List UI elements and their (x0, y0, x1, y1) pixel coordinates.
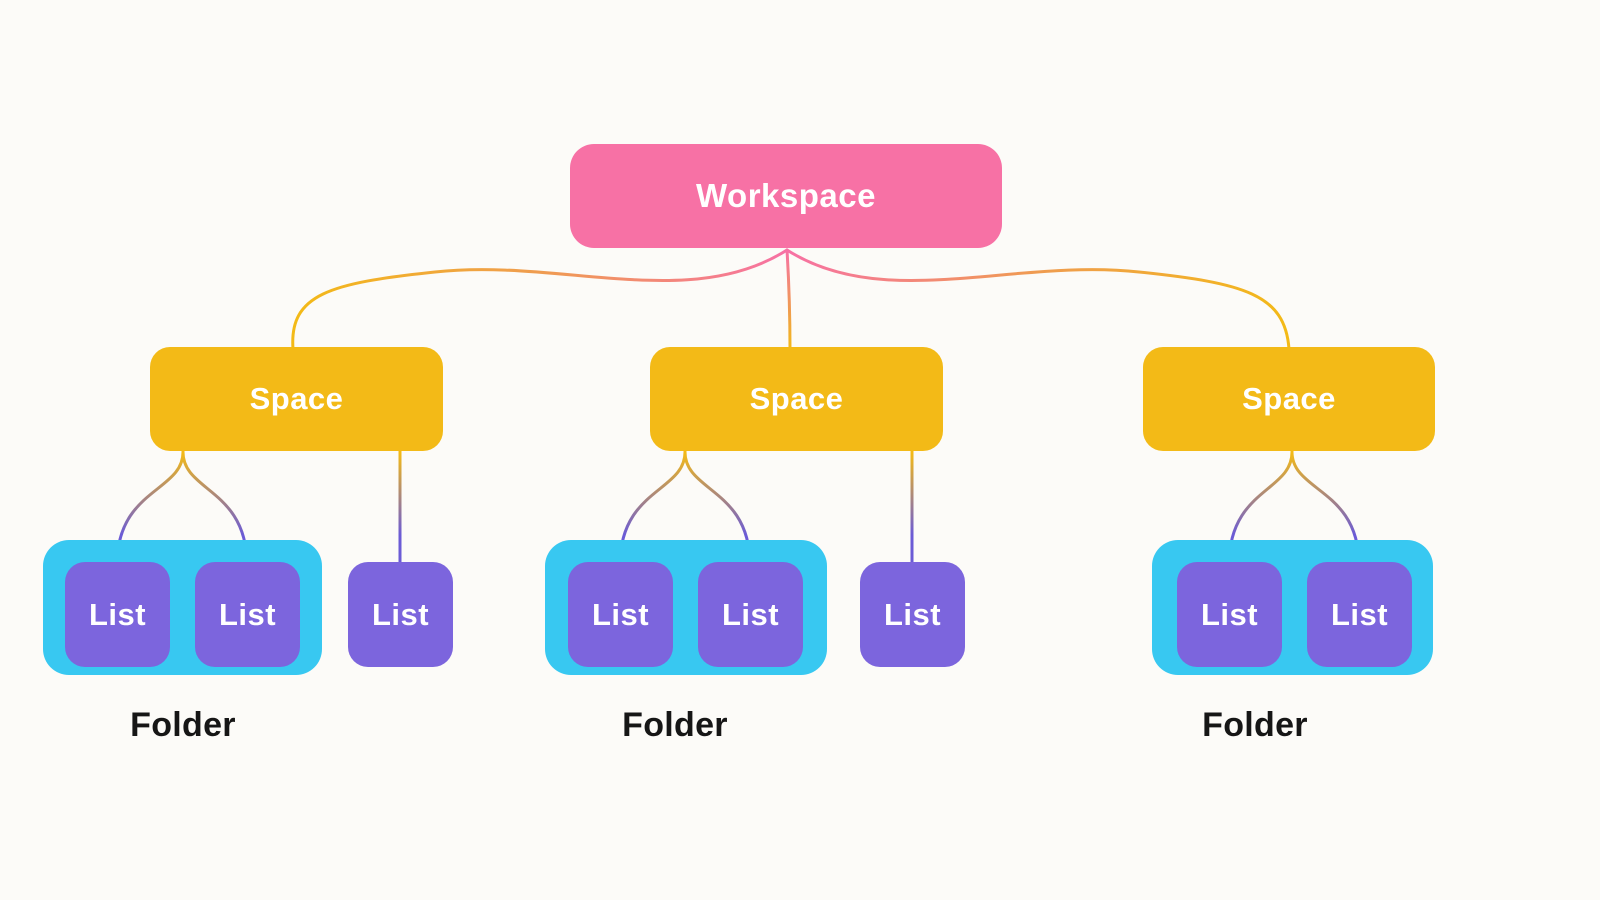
list-node: List (1177, 562, 1282, 667)
list-label: List (371, 596, 430, 632)
list-node: List (1307, 562, 1412, 667)
workspace-node: Workspace (570, 144, 1002, 248)
list-node: List (698, 562, 803, 667)
list-label: List (218, 596, 277, 632)
list-node: List (195, 562, 300, 667)
space-label: Space (749, 381, 844, 416)
space-label: Space (249, 381, 344, 416)
list-label: List (1200, 596, 1259, 632)
space-node-3: Space (1143, 347, 1435, 451)
connector-workspace-space-2 (785, 248, 792, 351)
space-label: Space (1242, 381, 1336, 416)
space-node-2: Space (650, 347, 943, 451)
list-label: List (88, 596, 147, 632)
folder-caption-2: Folder (622, 706, 728, 744)
list-label: List (591, 596, 650, 632)
list-node-standalone: List (348, 562, 453, 667)
connector-workspace-space-1 (291, 248, 789, 351)
list-label: List (721, 596, 780, 632)
list-node-standalone: List (860, 562, 965, 667)
list-node: List (65, 562, 170, 667)
workspace-label: Workspace (696, 177, 876, 214)
space-node-1: Space (150, 347, 443, 451)
list-label: List (883, 596, 942, 632)
folder-caption-1: Folder (130, 706, 236, 744)
folder-caption-3: Folder (1202, 706, 1308, 744)
connector-workspace-space-3 (785, 248, 1291, 351)
list-label: List (1330, 596, 1389, 632)
list-node: List (568, 562, 673, 667)
